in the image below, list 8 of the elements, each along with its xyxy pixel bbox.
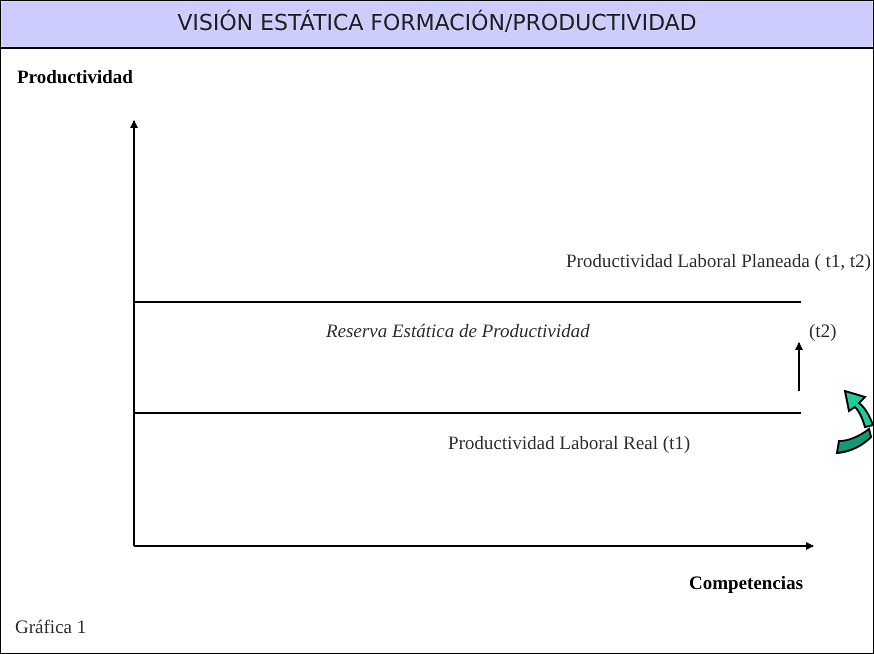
area-label: Reserva Estática de Productividad [326, 321, 590, 343]
time-label: (t2) [809, 321, 836, 343]
x-axis-label: Competencias [689, 573, 803, 595]
figure-caption: Gráfica 1 [15, 617, 86, 639]
y-axis-label: Productividad [17, 67, 133, 89]
level-label: Productividad Laboral Planeada ( t1, t2) [566, 251, 871, 273]
level-label: Productividad Laboral Real (t1) [448, 433, 690, 455]
title-bar: VISIÓN ESTÁTICA FORMACIÓN/PRODUCTIVIDAD [1, 1, 873, 49]
